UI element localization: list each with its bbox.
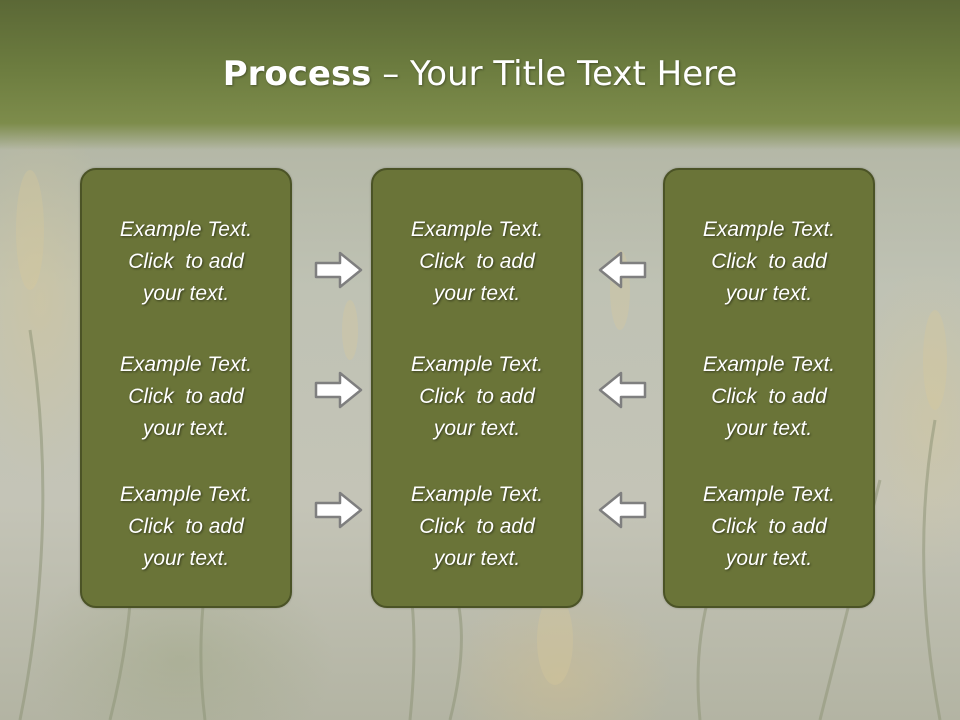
text-block[interactable]: Example Text. Click to add your text. — [665, 214, 873, 310]
text-block[interactable]: Example Text. Click to add your text. — [373, 214, 581, 310]
right-arrow-icon — [314, 491, 363, 529]
text-line: Click to add — [128, 250, 244, 273]
text-line: Click to add — [711, 250, 827, 273]
right-arrow-icon — [314, 371, 363, 409]
text-block[interactable]: Example Text. Click to add your text. — [373, 479, 581, 575]
text-block[interactable]: Example Text. Click to add your text. — [665, 349, 873, 445]
text-line: your text. — [433, 547, 521, 570]
text-block[interactable]: Example Text. Click to add your text. — [82, 479, 290, 575]
process-box-right[interactable]: Example Text. Click to add your text. Ex… — [663, 168, 875, 608]
text-line: Example Text. — [702, 353, 836, 376]
text-line: Click to add — [711, 515, 827, 538]
process-box-middle[interactable]: Example Text. Click to add your text. Ex… — [371, 168, 583, 608]
left-arrow-icon — [598, 251, 647, 289]
text-line: your text. — [433, 417, 521, 440]
text-block[interactable]: Example Text. Click to add your text. — [665, 479, 873, 575]
text-line: Click to add — [419, 515, 535, 538]
text-line: Example Text. — [410, 218, 544, 241]
text-line: Example Text. — [119, 353, 253, 376]
text-block[interactable]: Example Text. Click to add your text. — [373, 349, 581, 445]
text-line: Example Text. — [119, 218, 253, 241]
text-line: Click to add — [711, 385, 827, 408]
text-line: Click to add — [419, 385, 535, 408]
text-line: your text. — [725, 417, 813, 440]
text-line: Click to add — [128, 515, 244, 538]
left-arrow-icon — [598, 491, 647, 529]
text-line: your text. — [725, 282, 813, 305]
text-line: your text. — [433, 282, 521, 305]
slide-title[interactable]: Process – Your Title Text Here — [0, 52, 960, 96]
text-block[interactable]: Example Text. Click to add your text. — [82, 214, 290, 310]
text-line: your text. — [142, 547, 230, 570]
text-line: your text. — [142, 282, 230, 305]
text-block[interactable]: Example Text. Click to add your text. — [82, 349, 290, 445]
text-line: Click to add — [419, 250, 535, 273]
right-arrow-icon — [314, 251, 363, 289]
title-bar — [0, 0, 960, 150]
text-line: Example Text. — [410, 483, 544, 506]
left-arrow-icon — [598, 371, 647, 409]
process-box-left[interactable]: Example Text. Click to add your text. Ex… — [80, 168, 292, 608]
text-line: Example Text. — [702, 483, 836, 506]
title-rest: – Your Title Text Here — [371, 54, 738, 94]
text-line: your text. — [142, 417, 230, 440]
title-bold: Process — [222, 54, 372, 94]
text-line: your text. — [725, 547, 813, 570]
text-line: Example Text. — [410, 353, 544, 376]
text-line: Click to add — [128, 385, 244, 408]
text-line: Example Text. — [119, 483, 253, 506]
text-line: Example Text. — [702, 218, 836, 241]
